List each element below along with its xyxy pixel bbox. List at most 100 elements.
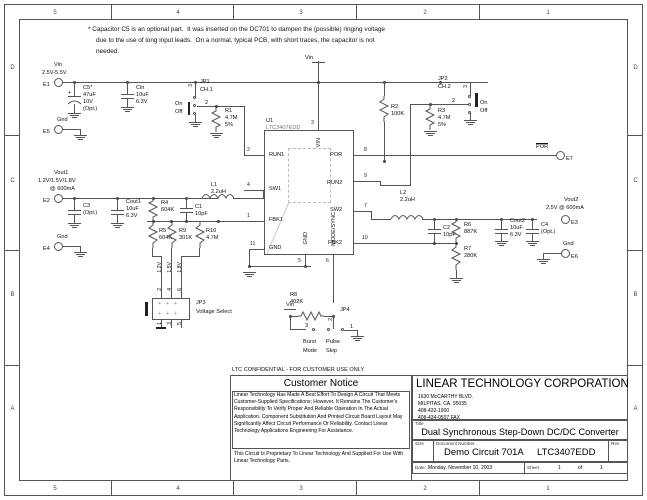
component-refdes-r4: R4 [161, 200, 169, 206]
wire-jp1-pin3 [195, 82, 196, 97]
gnd-sym-bar2 [123, 109, 132, 110]
component-refdes-l2: L2 [400, 190, 407, 196]
gnd-sym-bar1 [74, 252, 87, 253]
jumper-jp2-on-label: On [480, 100, 488, 106]
resistor-r10-symbol [298, 310, 324, 322]
gnd-sym-bar2 [452, 280, 461, 281]
cap-c1-plate-top [180, 208, 193, 209]
jp3-rail-label-1v5: 1.5V [167, 262, 173, 273]
jumper-jp2-pad-3[interactable] [468, 95, 471, 98]
jumper-jp1-pad-3[interactable] [193, 96, 196, 99]
jumper-jp1-pad-1[interactable] [193, 112, 196, 115]
component-value-cout1-1: 10uF [126, 206, 139, 212]
jumper-jp3-pads-row2: + + + [158, 311, 178, 317]
wire-l1-left [186, 198, 202, 199]
wire-c5-bot [74, 104, 75, 113]
jumper-jp1-shunt[interactable] [188, 102, 190, 115]
zone-tick [356, 5, 357, 19]
wire-r9-down [199, 248, 200, 256]
ic-pin-label-sw2: SW2 [330, 207, 343, 213]
ic-pin-num-8: 8 [364, 147, 367, 153]
component-value-r5: 604K [159, 235, 173, 241]
junction [429, 103, 432, 106]
wire-cout1-top [117, 198, 118, 210]
wire-run2-up [380, 181, 381, 186]
component-refdes-cout2: Cout2 [510, 218, 525, 224]
component-refdes-c5: C5* [83, 85, 93, 91]
jumper-jp3-shunt[interactable] [145, 302, 148, 316]
wire-jp3-pin1 [161, 320, 162, 328]
jp3-pin-num-4: 4 [167, 288, 173, 291]
jp3-pin-num-6: 6 [177, 288, 183, 291]
zone-label-right-D: D [633, 65, 638, 71]
gnd-sym-bar3 [78, 139, 83, 140]
vout2-label: Vout2 [564, 197, 579, 203]
wire-jp1-gnd [195, 115, 196, 122]
component-value-r4: 604K [161, 207, 175, 213]
gnd-sym-bar2 [528, 243, 537, 244]
jumper-jp1-pad-2[interactable] [193, 104, 196, 107]
jumper-jp3-body[interactable] [152, 298, 190, 320]
cap-cout1-plate-top [111, 210, 124, 211]
cap-c3-plate-top [68, 210, 81, 211]
ic-pin-label-vin: VIN [316, 138, 322, 148]
vout2-spec: 2.5V @ 600mA [546, 205, 585, 211]
resistor-r1-symbol [210, 108, 222, 132]
junction [185, 220, 188, 223]
wire-r5-down [152, 248, 153, 256]
wire-jp3-pin5 [181, 320, 182, 328]
wire-ic-vin [318, 61, 319, 130]
jumper-jp4-pad-2[interactable] [327, 328, 330, 331]
terminal-e1[interactable] [54, 78, 63, 87]
junction [215, 105, 218, 108]
jumper-jp4-pulse-line1: Pulse [326, 339, 340, 345]
wire-ic-gnd5 [305, 255, 306, 265]
component-refdes-l1: L1 [211, 182, 218, 188]
gnd-sym-bar1 [464, 120, 477, 121]
ic-pin-label-fbk1: FBK1 [269, 217, 283, 223]
terminal-e6[interactable] [561, 249, 570, 258]
zone-label-left-C: C [10, 178, 15, 184]
wire-jp3-pin4 [171, 248, 172, 298]
wire-jp4-pin3-down [290, 316, 291, 329]
wire-l2-left [371, 219, 391, 220]
jumper-jp2-pad-2[interactable] [468, 103, 471, 106]
wire-fbk1-node [147, 221, 219, 222]
date-row-divider [524, 462, 525, 474]
confidential-notice: LTC CONFIDENTIAL - FOR CUSTOMER USE ONLY [232, 367, 365, 373]
terminal-e5[interactable] [54, 125, 63, 134]
jumper-jp4-burst-line1: Burst [303, 339, 317, 345]
gnd-sym-bar2 [539, 261, 548, 262]
zone-tick [628, 250, 643, 251]
zone-label-top-2: 2 [423, 10, 427, 16]
terminal-e2[interactable] [54, 194, 63, 203]
terminal-e4[interactable] [54, 242, 63, 251]
docnum-field-value: Demo Circuit 701A [444, 447, 524, 458]
jumper-jp4-pin-3: 3 [305, 323, 309, 329]
ic-part-number: LTC3407EDD [266, 125, 301, 131]
cap-c2-plate-top [428, 229, 441, 230]
wire-r9-over [181, 256, 200, 257]
jumper-jp4-pad-3[interactable] [312, 328, 315, 331]
wire-r7-down [456, 270, 457, 278]
jumper-jp2-pad-1[interactable] [468, 111, 471, 114]
date-field-label: Date: [415, 465, 426, 470]
gnd-sym-bar3 [115, 227, 120, 228]
gnd-sym-bar2 [212, 135, 221, 136]
terminal-e7[interactable] [556, 151, 565, 160]
rev-field-label: Rev [611, 441, 620, 446]
gnd-sym-bar1 [495, 241, 508, 242]
component-value-r8: 301K [179, 235, 193, 241]
zone-tick [479, 481, 480, 495]
gnd-sym-bar3 [125, 111, 130, 112]
jumper-jp2-shunt[interactable] [475, 93, 478, 107]
wire-c2-top [434, 219, 435, 229]
wire-gnd-common [249, 266, 299, 267]
terminal-e3[interactable] [561, 215, 570, 224]
gnd-sym-bar1 [537, 259, 550, 260]
gnd-sym-bar2 [76, 137, 85, 138]
resistor-r9-symbol [194, 222, 206, 248]
jumper-jp4-pad-1[interactable] [341, 328, 344, 331]
component-refdes-r10: R8 [290, 292, 298, 298]
inductor-l2-symbol [391, 215, 423, 220]
